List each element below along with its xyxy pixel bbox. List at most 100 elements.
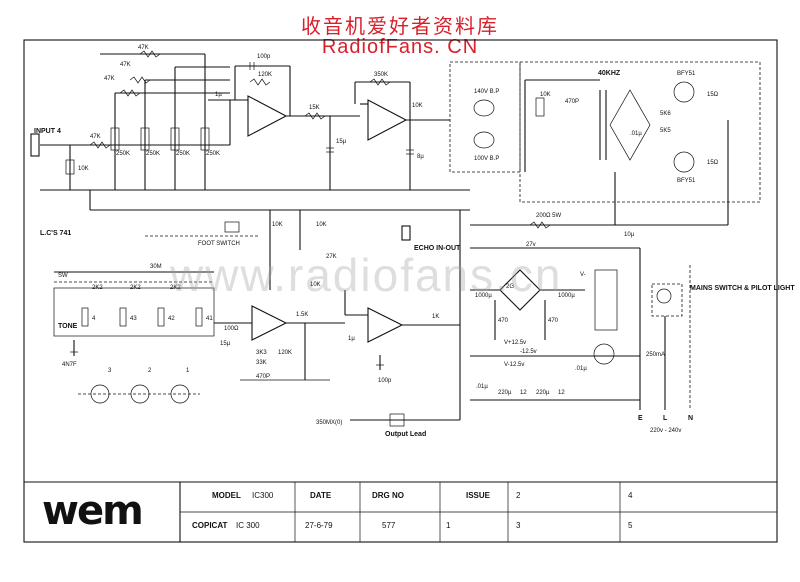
date-label: DATE	[310, 491, 332, 500]
label-3k3: 3K3	[256, 350, 267, 356]
transistor-bfy51-a	[673, 81, 695, 103]
input-jack	[30, 133, 40, 157]
oscillator-section: 140V B.P 100V B.P 10K 470P 40KHZ .01µ 5K…	[449, 61, 761, 225]
pot-2	[140, 127, 150, 151]
drawing-border	[23, 39, 778, 543]
label-470-b: 470	[548, 318, 559, 324]
label-pos-4: 4	[92, 316, 96, 322]
watermark-site: RadiofFans. CN	[321, 36, 479, 58]
label-fuse: 250mA	[646, 352, 665, 358]
model-value: IC300	[252, 491, 274, 500]
issue-5: 5	[628, 521, 633, 530]
label-5k6: 5K6	[660, 111, 671, 117]
label-10k-e: 10K	[310, 282, 321, 288]
resistor-10k	[535, 97, 545, 117]
drg-label: DRG NO	[372, 491, 404, 500]
pot-1	[110, 127, 120, 151]
label-220u: 220µ	[498, 390, 512, 396]
label-tone: TONE	[58, 323, 78, 330]
label-sm: 2G	[506, 284, 514, 290]
issue-3: 3	[516, 521, 521, 530]
issue-2: 2	[516, 491, 521, 500]
label-pos-43: 43	[130, 316, 137, 322]
label-250k-2: 250K	[146, 151, 160, 157]
label-15k: 15K	[309, 105, 320, 111]
pilot-lamp	[593, 343, 615, 365]
echo-switch	[401, 225, 411, 241]
label-2k2-2: 2K2	[130, 285, 141, 291]
label-30m: 30M	[150, 264, 162, 270]
label-2k2-1: 2K2	[92, 285, 103, 291]
opamp-2: 350K 10K 8µ	[354, 72, 450, 190]
label-on: SW	[58, 273, 68, 279]
label-1k: 1K	[432, 314, 439, 320]
label-10u: 10µ	[624, 232, 635, 238]
label-2k2-3: 2K2	[170, 285, 181, 291]
label-27k: 27K	[326, 254, 337, 260]
label-pos-41: 41	[206, 316, 213, 322]
label-1000u: 1000µ	[475, 293, 492, 299]
label-jack: 350MX(0)	[316, 420, 342, 426]
transistor-bfy51-b	[673, 151, 695, 173]
label-v-minus: V-	[580, 272, 586, 278]
drg-value: 577	[382, 521, 396, 530]
tone-section: SW 2K2 2K2 2K2 TONE 4 43 42 41 4N7F 3 2 …	[53, 271, 215, 404]
label-3: 3	[108, 368, 112, 374]
opamp-3: 100Ω 15µ 1.5K 3K3 120K 33K 470P	[214, 305, 345, 381]
label-5k5: 5K5	[660, 128, 671, 134]
label-250k-1: 250K	[116, 151, 130, 157]
title-block	[24, 481, 777, 542]
pot-4	[200, 127, 210, 151]
label-220u-b: 220µ	[536, 390, 550, 396]
opamp-1: 100p 120K 1µ 15K 15µ	[208, 54, 360, 190]
label-v12p: V+12.5v	[504, 340, 526, 346]
label-10k-d: 10K	[316, 222, 327, 228]
model-label: MODEL	[212, 491, 241, 500]
label-e: E	[638, 415, 643, 422]
label-01u: .01µ	[630, 131, 642, 137]
issue-4: 4	[628, 491, 633, 500]
label-voltage: 220v - 240v	[650, 428, 681, 434]
label-10k-b: 10K	[412, 103, 423, 109]
label-output-lead: Output Lead	[385, 431, 426, 438]
label-15o-b: 15Ω	[707, 160, 719, 166]
label-470p: 470P	[565, 99, 579, 105]
label-pos-42: 42	[168, 316, 175, 322]
label-100o: 100Ω	[224, 326, 239, 332]
power-supply: 2G 1000µ 1000µ 470 470 V- V+12.5v -12.5v…	[470, 248, 795, 434]
label-10k-c: 10K	[272, 222, 283, 228]
label-01u-b: .01µ	[476, 384, 488, 390]
watermark-chinese: 收音机爱好者资料库	[301, 14, 499, 38]
label-v12m: V-12.5v	[504, 362, 524, 368]
label-bfy51-b: BFY51	[677, 178, 696, 184]
resistor	[65, 159, 75, 175]
label-27v: 27v	[526, 242, 536, 248]
wem-logo: wem	[42, 488, 144, 534]
label-echo: ECHO IN-OUT	[414, 245, 461, 252]
label-1.5k: 1.5K	[296, 312, 308, 318]
label-n: N	[688, 415, 693, 422]
label-bfy51-a: BFY51	[677, 71, 696, 77]
label-10k-osc: 10K	[540, 92, 551, 98]
label-1u: 1µ	[215, 92, 222, 98]
foot-switch-jack	[224, 221, 240, 233]
label-mains: MAINS SWITCH & PILOT LIGHT	[690, 285, 795, 292]
opamp-4: 1µ 1K 100p 350MX(0) Output Lead	[316, 210, 461, 438]
label-4n7: 4N7F	[62, 362, 77, 368]
label-01u-c: .01µ	[575, 366, 587, 372]
label-100v: 100V B.P	[474, 156, 499, 162]
label-15u-b: 15µ	[220, 341, 231, 347]
label-120k: 120K	[258, 72, 272, 78]
label-l: L	[663, 415, 668, 422]
label-v12n: -12.5v	[520, 349, 537, 355]
label-120k-b: 120K	[278, 350, 292, 356]
label-1: 1	[186, 368, 190, 374]
label-250k-3: 250K	[176, 151, 190, 157]
label-350k: 350K	[374, 72, 388, 78]
label-ics-741: L.C'S 741	[40, 230, 71, 237]
label-47k-3: 47K	[104, 76, 115, 82]
label-200o: 200Ω 5W	[536, 213, 562, 219]
tape-head-2	[473, 131, 495, 149]
date-value: 27-6-79	[305, 521, 333, 530]
issue-label: ISSUE	[466, 491, 491, 500]
